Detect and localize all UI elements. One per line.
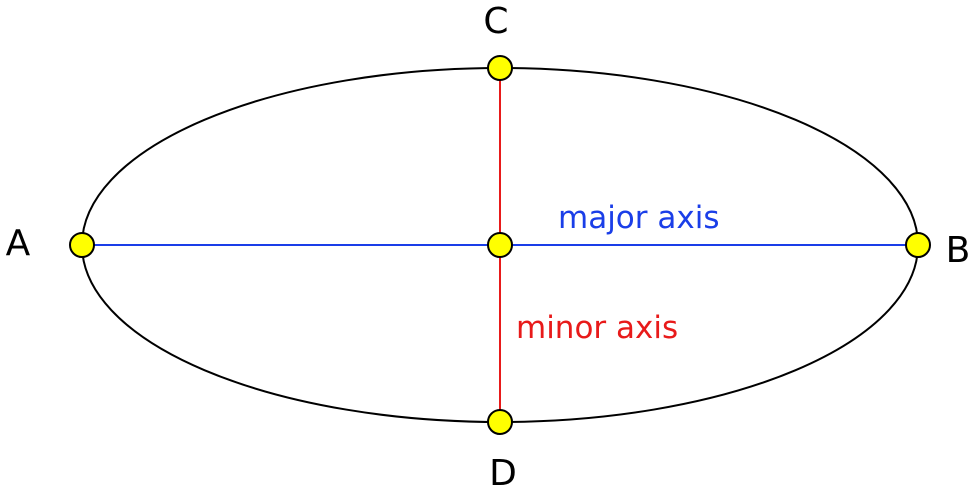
point-d (487, 409, 513, 435)
major-axis-label: major axis (558, 200, 719, 236)
label-c: C (483, 1, 508, 42)
point-center (487, 232, 513, 258)
label-b: B (946, 230, 971, 271)
label-a: A (6, 223, 31, 264)
point-c (487, 55, 513, 81)
minor-axis-label: minor axis (516, 310, 678, 346)
point-a (69, 232, 95, 258)
label-d: D (489, 453, 517, 494)
point-b (905, 232, 931, 258)
